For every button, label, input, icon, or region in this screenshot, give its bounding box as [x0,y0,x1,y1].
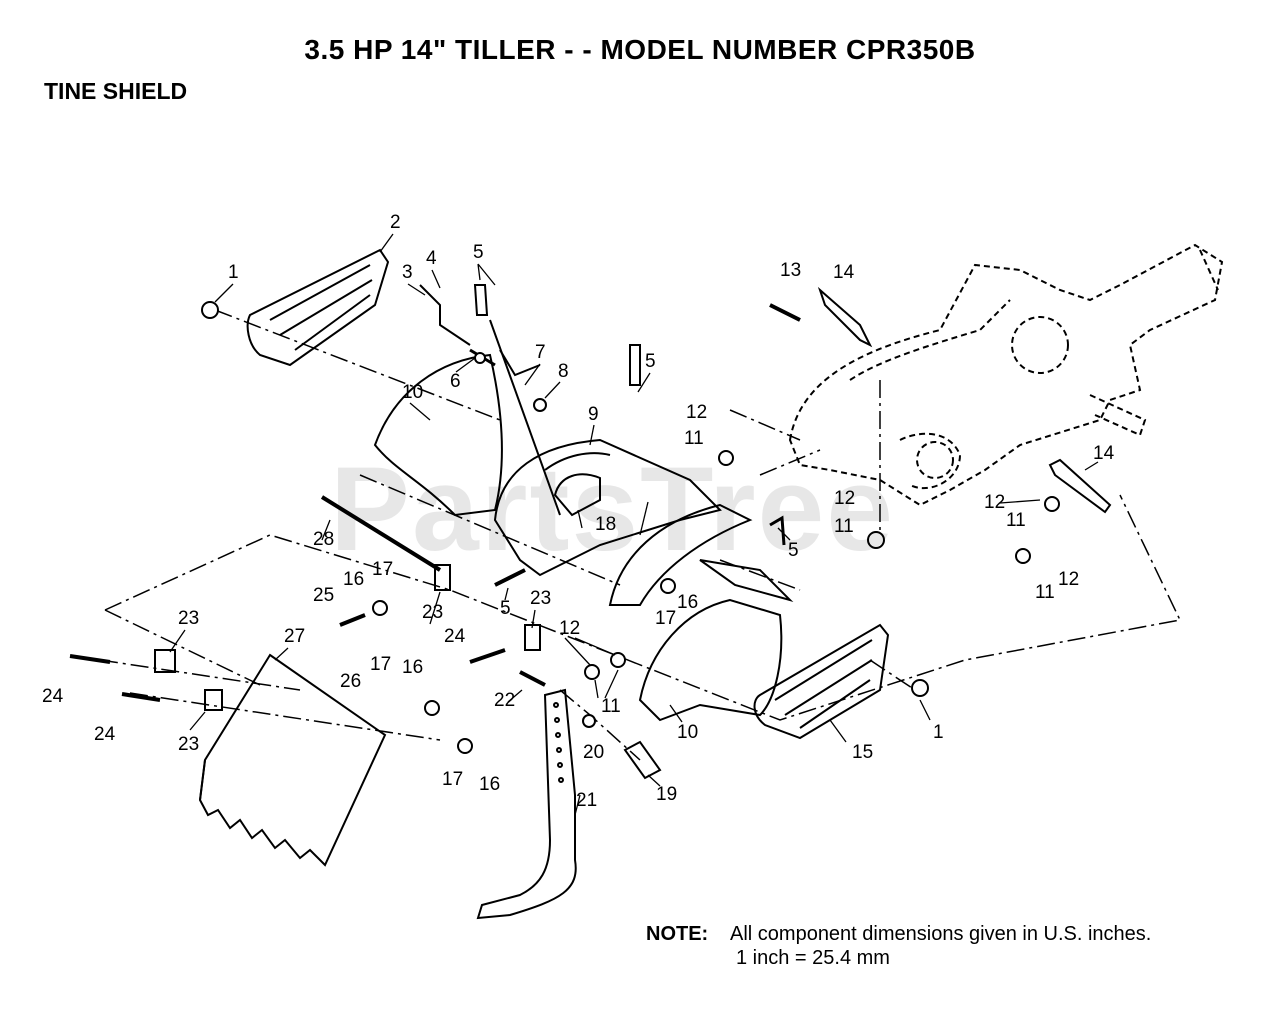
callout-2: 2 [390,212,401,233]
bracket-right [524,624,541,651]
callout-18: 18 [595,514,616,535]
note-label: NOTE: [646,923,709,945]
callout-11c: 11 [1006,510,1026,531]
callout-16c: 16 [402,657,423,678]
dimension-note: NOTE: All component dimensions given in U… [646,922,1151,970]
callout-12d: 12 [1058,569,1079,590]
note-line-2: 1 inch = 25.4 mm [736,947,890,969]
bracket-left-upper [154,649,176,673]
callout-23d: 23 [178,734,199,755]
callout-23c: 23 [530,588,551,609]
callout-23a: 23 [178,608,199,629]
right-shield-plate [753,623,890,740]
callout-15: 15 [852,742,873,763]
left-tine-guard [373,353,503,517]
note-line-1: All component dimensions given in U.S. i… [730,923,1152,945]
callout-5b: 5 [645,351,656,372]
engine-housing-outline [788,243,1224,507]
callout-10a: 10 [402,382,423,403]
callout-12b: 12 [834,488,855,509]
callout-17d: 17 [442,769,463,790]
callout-12e: 12 [559,618,580,639]
callout-20: 20 [583,742,604,763]
callout-5a: 5 [473,242,484,263]
callout-22: 22 [494,690,515,711]
callout-leaders [169,233,1099,816]
callout-10b: 10 [677,722,698,743]
callout-3: 3 [402,262,413,283]
shield-flap-bracket [553,473,601,517]
callout-5d: 5 [500,598,511,619]
callout-19: 19 [656,784,677,805]
bracket-left-lower [204,689,223,711]
callout-11e: 11 [601,696,621,717]
callout-13: 13 [780,260,801,281]
callout-12a: 12 [686,402,707,423]
callout-12c: 12 [984,492,1005,513]
callout-8: 8 [558,361,569,382]
right-tine-guard [638,598,783,722]
callout-17a: 17 [372,559,393,580]
callout-24c: 24 [444,626,466,647]
depth-bar-pin [623,740,662,780]
callout-1a: 1 [228,262,239,283]
tine-shield-main [493,438,722,577]
callout-16b: 16 [677,592,698,613]
lower-bracket [1048,458,1112,514]
callout-14b: 14 [1093,443,1115,464]
left-shield-plate [246,248,390,367]
callout-11d: 11 [1035,582,1055,603]
callout-16a: 16 [343,569,364,590]
callout-14a: 14 [833,262,855,283]
callout-5c: 5 [788,540,799,561]
hardware-parts [69,284,1060,754]
callout-labels: 1 1 2 3 4 5 5 5 5 6 7 8 9 10 10 11 11 11… [42,212,1115,811]
callout-1b: 1 [933,722,944,743]
deflector-flap [198,653,387,867]
callout-23b: 23 [422,602,443,623]
callout-24b: 24 [94,724,116,745]
callout-7: 7 [535,342,546,363]
callout-17c: 17 [370,654,391,675]
callout-16d: 16 [479,774,500,795]
callout-28: 28 [313,529,334,550]
callout-6: 6 [450,371,461,392]
callout-24a: 24 [42,686,64,707]
callout-11a: 11 [684,428,704,449]
rear-shield-arc [608,503,794,606]
page-title: 3.5 HP 14" TILLER - - MODEL NUMBER CPR35… [304,34,976,65]
depth-bar [476,688,577,920]
callout-17b: 17 [655,608,676,629]
callout-11b: 11 [834,516,854,537]
upper-bracket [817,286,873,348]
callout-9: 9 [588,404,599,425]
bracket-center [434,564,451,591]
callout-25: 25 [313,585,334,606]
callout-4: 4 [426,248,437,269]
shield-rod [320,495,442,572]
callout-27: 27 [284,626,305,647]
section-subtitle: TINE SHIELD [44,78,188,104]
callout-26: 26 [340,671,361,692]
callout-21: 21 [576,790,597,811]
